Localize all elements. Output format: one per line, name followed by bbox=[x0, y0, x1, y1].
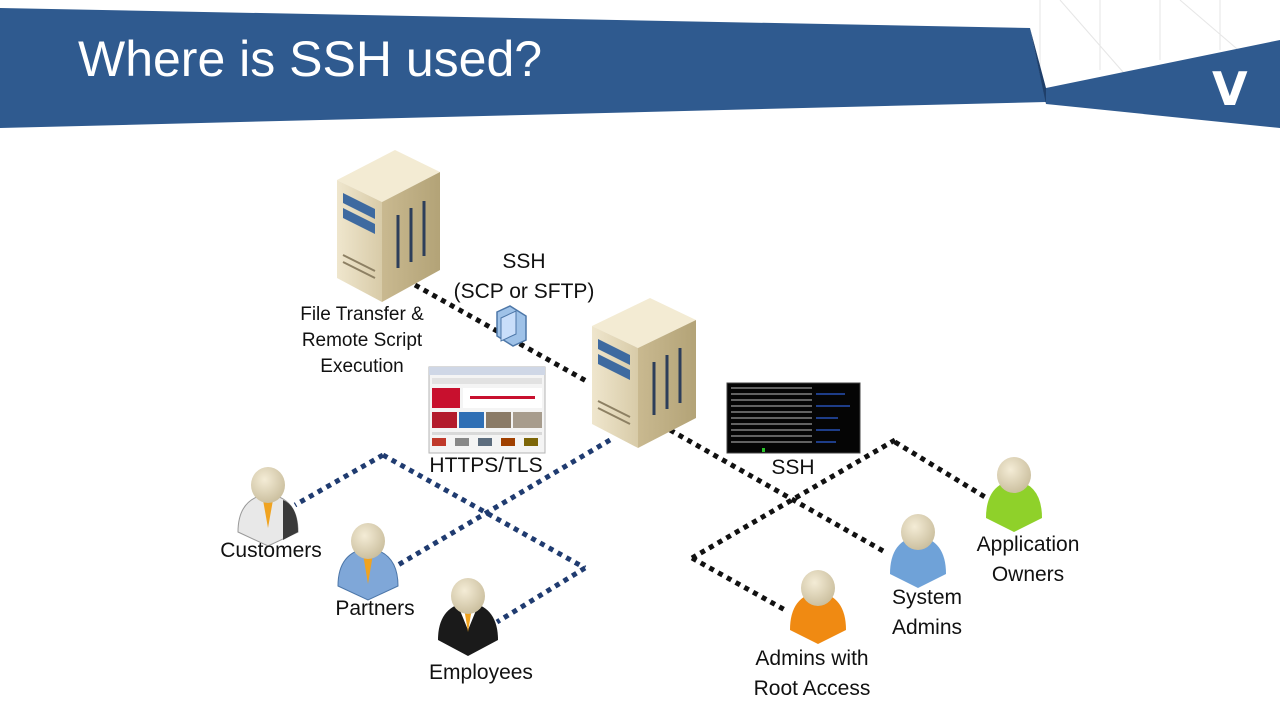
central-server-icon bbox=[592, 298, 696, 448]
scp-sftp-label: (SCP or SFTP) bbox=[453, 280, 595, 303]
title-banner bbox=[0, 8, 1046, 128]
terminal-icon bbox=[726, 382, 861, 454]
file-transfer-label-line3: Execution bbox=[320, 356, 404, 377]
logo-banner bbox=[1046, 40, 1280, 128]
banner-fold bbox=[1030, 28, 1046, 104]
app-owners-label-line1: Application bbox=[976, 533, 1080, 556]
system-admins-label-line2: Admins bbox=[891, 616, 963, 639]
file-transfer-label-line1: File Transfer & bbox=[300, 304, 424, 325]
ssh-connectors bbox=[413, 282, 987, 613]
ssh-label-top: SSH bbox=[502, 250, 546, 273]
admins-root-label-line2: Root Access bbox=[753, 677, 871, 700]
page-title: Where is SSH used? bbox=[78, 31, 543, 87]
root-admin-person-icon bbox=[790, 570, 846, 644]
file-server-icon bbox=[337, 150, 440, 302]
website-screenshot-icon bbox=[428, 366, 546, 454]
admins-root-label-line1: Admins with bbox=[755, 647, 869, 670]
customer-person-icon bbox=[237, 467, 299, 547]
ssh-label-right: SSH bbox=[771, 456, 815, 479]
app-owners-label-line2: Owners bbox=[991, 563, 1065, 586]
file-transfer-label-line2: Remote Script bbox=[301, 330, 423, 351]
https-connectors bbox=[293, 437, 612, 625]
partners-label: Partners bbox=[335, 597, 415, 620]
employees-label: Employees bbox=[429, 661, 533, 684]
partner-person-icon bbox=[337, 523, 399, 601]
customers-label: Customers bbox=[220, 539, 322, 562]
system-admins-label-line1: System bbox=[891, 586, 963, 609]
application-owner-person-icon bbox=[986, 457, 1042, 532]
folder-icon bbox=[496, 305, 527, 347]
logo-icon: V bbox=[1212, 62, 1248, 116]
https-tls-label: HTTPS/TLS bbox=[429, 454, 543, 477]
employee-person-icon bbox=[438, 578, 498, 656]
system-admin-person-icon bbox=[890, 514, 946, 588]
